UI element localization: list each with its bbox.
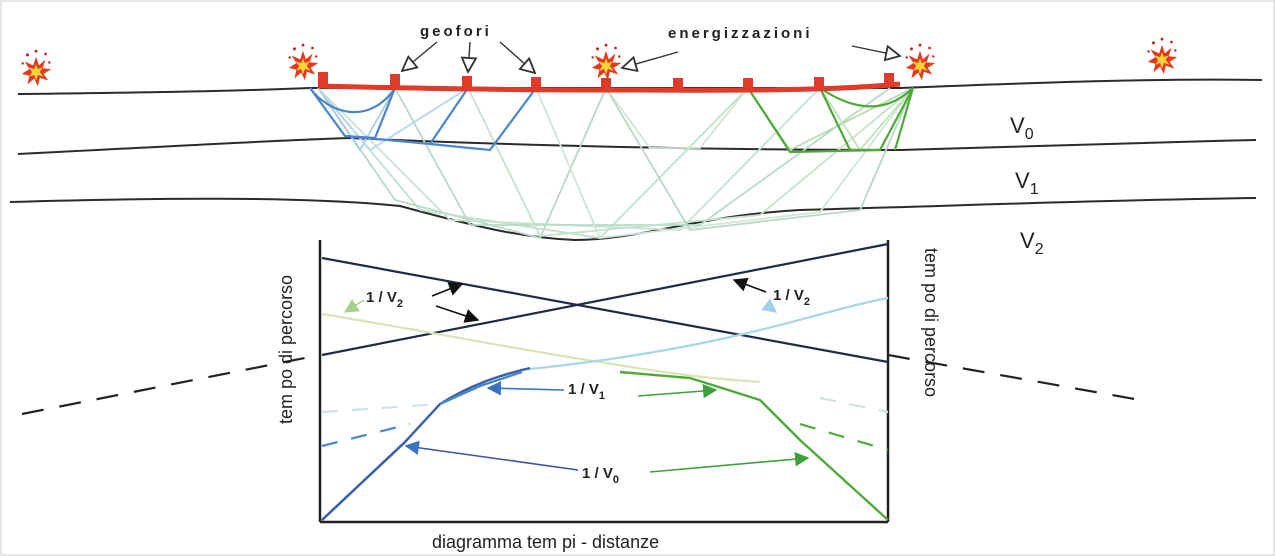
y-axis-label-left: tem po di percorso — [276, 275, 296, 424]
geophone-icon — [531, 77, 541, 91]
explosion-icon — [905, 43, 936, 81]
slope-v1-arrows — [486, 381, 718, 399]
travel-time-v2-light — [321, 296, 889, 384]
slope-v2-left-label: 1 / V2 — [366, 289, 403, 310]
y-axis-label-right: tem po di percorso — [921, 248, 941, 397]
geophone-icon — [601, 78, 611, 92]
geophone-icon — [743, 78, 753, 92]
slope-v2-right-label: 1 / V2 — [773, 287, 810, 308]
velocity-v2-label: V2 — [1020, 228, 1044, 258]
geophone-icon — [390, 74, 400, 88]
geophone-icon — [318, 72, 328, 86]
time-distance-frame — [318, 240, 890, 524]
geophone-icon — [814, 77, 824, 91]
explosion-icon — [1147, 37, 1178, 75]
explosion-icon — [591, 43, 622, 81]
travel-time-left-shot — [321, 366, 531, 521]
slope-v0-label: 1 / V0 — [582, 465, 619, 486]
travel-time-right-shot — [619, 370, 889, 521]
dashed-intercepts — [321, 396, 889, 452]
ray-paths-light — [317, 87, 914, 240]
shots-label: energizzazioni — [668, 25, 813, 42]
velocity-v1-label: V1 — [1015, 168, 1039, 198]
ground-surface — [17, 78, 1263, 95]
explosion-icon — [288, 43, 319, 81]
explosion-icon — [21, 49, 52, 87]
ray-paths-left-shot — [309, 87, 537, 152]
geophone-icon — [673, 78, 683, 92]
shots-pointers — [622, 46, 900, 68]
geophones-pointers — [402, 41, 535, 73]
slope-v1-label: 1 / V1 — [568, 381, 605, 402]
geophone-icon — [462, 76, 472, 90]
geophone-icon — [884, 73, 894, 87]
slope-v2-right-arrows — [732, 277, 778, 313]
ray-paths-right-shot — [747, 87, 915, 154]
boundary-v0-v1 — [17, 136, 1257, 155]
geophones-label: geofori — [420, 23, 492, 40]
x-axis-label: diagramma tem pi - distanze — [432, 532, 659, 552]
velocity-v0-label: V0 — [1010, 113, 1034, 143]
slope-v0-arrows — [404, 440, 810, 473]
layer-boundaries — [9, 78, 1263, 242]
shot-points — [21, 37, 1178, 87]
boundary-v1-v2 — [9, 197, 1257, 242]
travel-time-v2-lines — [321, 242, 889, 364]
dashed-extensions — [21, 353, 1141, 416]
geophone-array — [317, 72, 901, 93]
slope-v2-left-arrows — [343, 282, 480, 323]
